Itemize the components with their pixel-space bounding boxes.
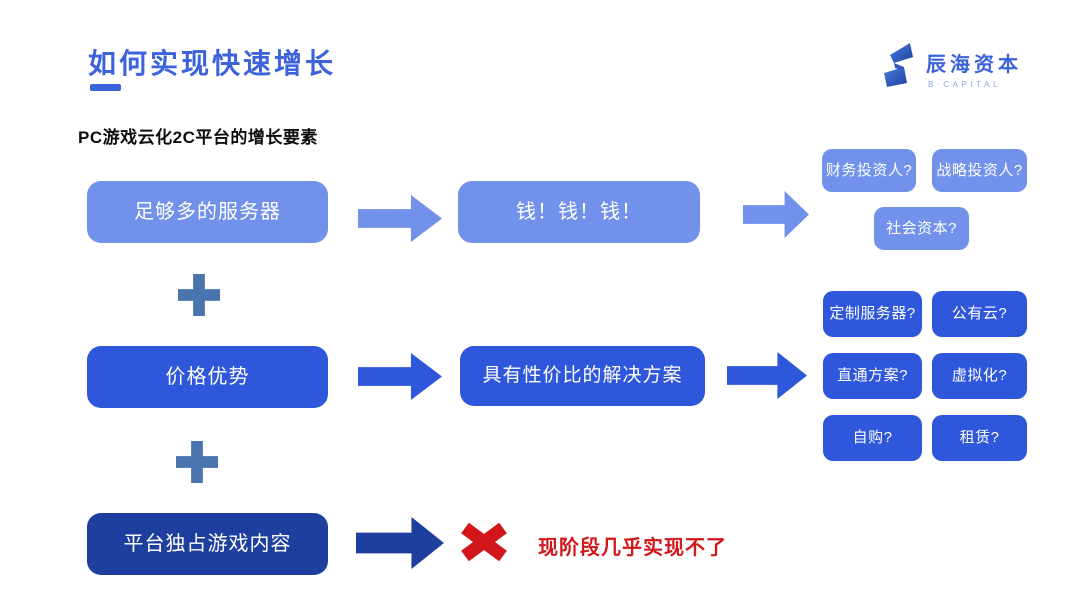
note-not-achievable: 现阶段几乎实现不了 bbox=[538, 537, 727, 559]
option-self-purchase: 自购? bbox=[823, 415, 922, 461]
option-passthrough: 直通方案? bbox=[823, 353, 922, 399]
right-arrow-icon bbox=[358, 195, 442, 242]
right-arrow-icon bbox=[743, 191, 809, 238]
title-underline bbox=[90, 84, 121, 91]
plus-icon bbox=[176, 441, 218, 483]
option-public-cloud: 公有云? bbox=[932, 291, 1027, 337]
option-virtualization: 虚拟化? bbox=[932, 353, 1027, 399]
box-servers: 足够多的服务器 bbox=[87, 181, 328, 243]
box-exclusive-content: 平台独占游戏内容 bbox=[87, 513, 328, 575]
option-financial-investor: 财务投资人? bbox=[822, 149, 916, 192]
x-mark-icon bbox=[461, 522, 507, 562]
box-price-advantage: 价格优势 bbox=[87, 346, 328, 408]
box-money: 钱！钱！钱！ bbox=[458, 181, 700, 243]
plus-icon bbox=[178, 274, 220, 316]
logo-tagline: B·CAPITAL bbox=[928, 80, 1002, 89]
option-social-capital: 社会资本? bbox=[874, 207, 969, 250]
box-cost-effective-solution: 具有性价比的解决方案 bbox=[460, 346, 705, 406]
page-title: 如何实现快速增长 bbox=[88, 48, 337, 79]
logo-texts: 辰海资本 B·CAPITAL bbox=[926, 42, 1022, 89]
section-subtitle: PC游戏云化2C平台的增长要素 bbox=[78, 128, 318, 147]
option-lease: 租赁? bbox=[932, 415, 1027, 461]
option-strategic-investor: 战略投资人? bbox=[932, 149, 1027, 192]
logo-icon bbox=[884, 43, 913, 87]
right-arrow-icon bbox=[727, 352, 807, 399]
option-custom-server: 定制服务器? bbox=[823, 291, 922, 337]
logo-name: 辰海资本 bbox=[926, 54, 1022, 76]
right-arrow-icon bbox=[358, 353, 442, 400]
brand-logo: 辰海资本 B·CAPITAL bbox=[880, 42, 1022, 89]
right-arrow-icon bbox=[356, 517, 444, 569]
